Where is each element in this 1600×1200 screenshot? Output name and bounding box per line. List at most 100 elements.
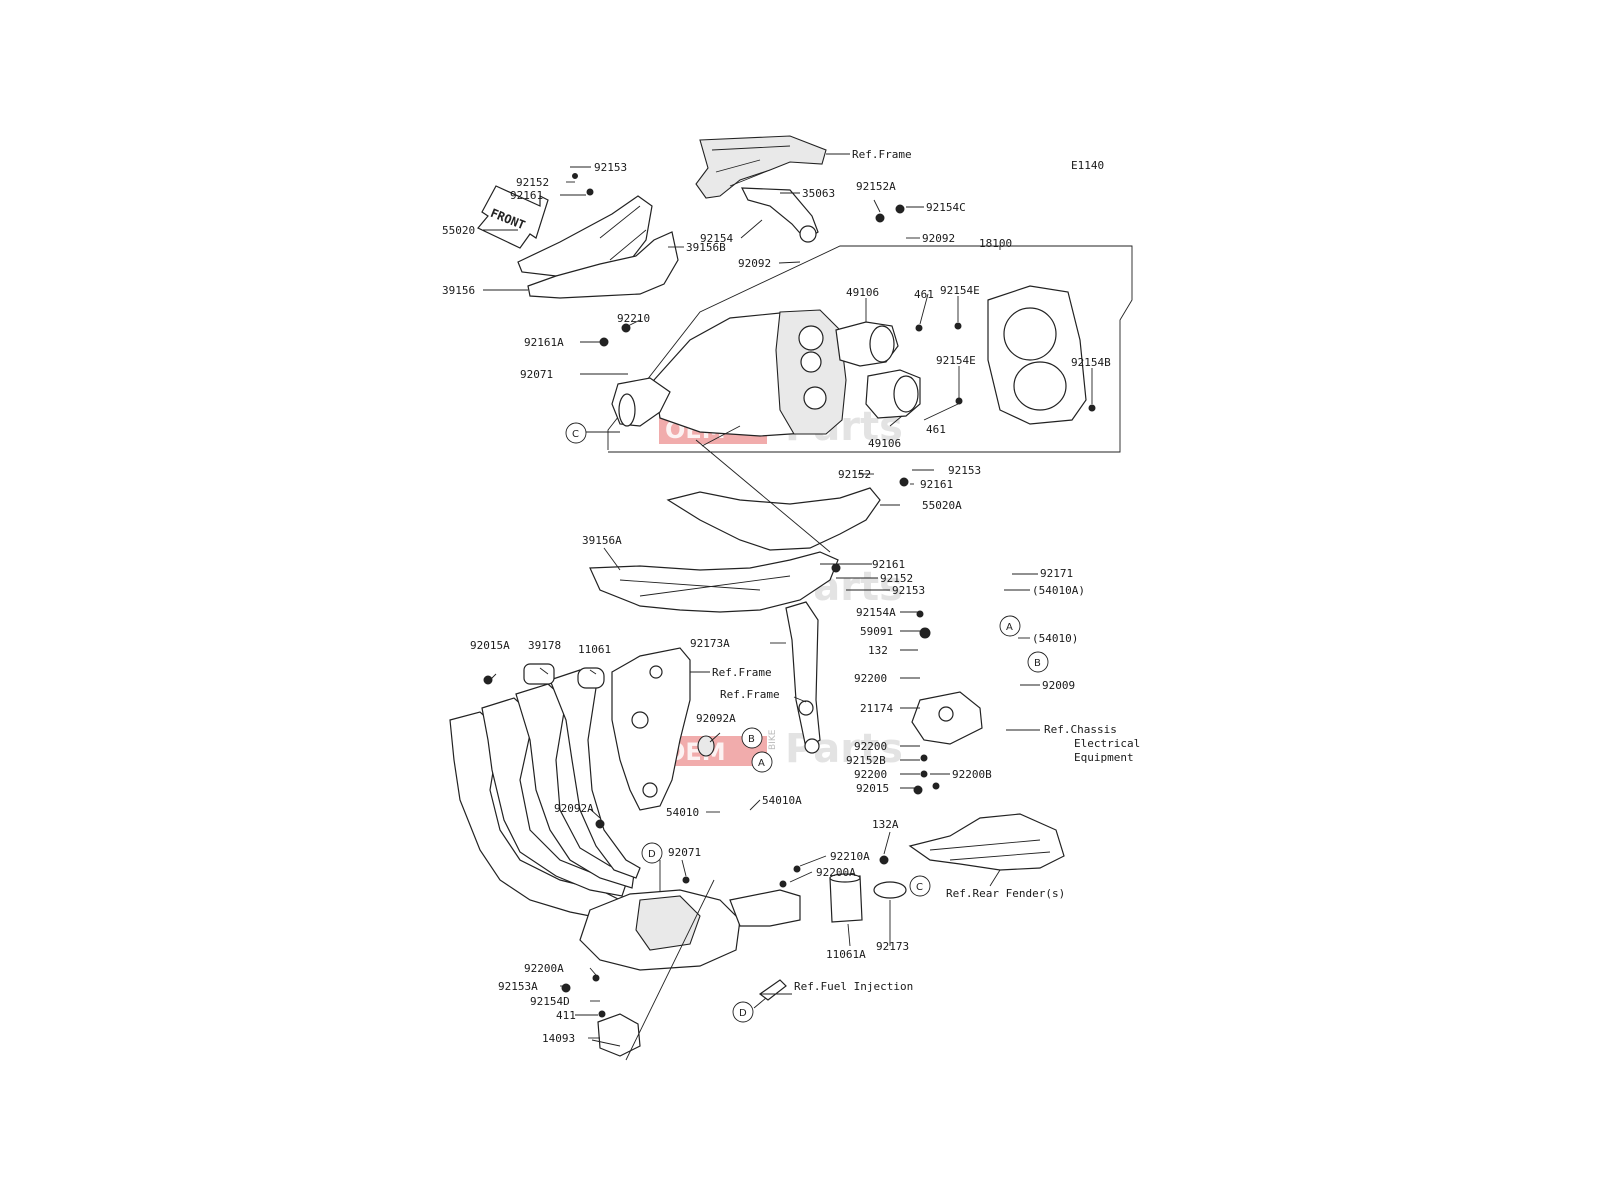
rear-fender-piece <box>908 813 1065 871</box>
ref-frame-top: Ref.Frame <box>852 148 912 161</box>
ref-frame-mid: Ref.Frame <box>720 688 780 701</box>
svg-text:B: B <box>748 734 755 745</box>
part-92200a-top: 92200A <box>816 866 856 879</box>
part-411: 411 <box>556 1009 576 1022</box>
callout-d-mid: D <box>641 842 663 864</box>
ref-rear-fender: Ref.Rear Fender(s) <box>946 887 1065 900</box>
cover-55020 <box>517 195 653 277</box>
part-92071-bot: 92071 <box>668 846 701 859</box>
part-92153-mid: 92153 <box>948 464 981 477</box>
part-92200a-bot: 92200A <box>524 962 564 975</box>
part-92161-mid: 92161 <box>920 478 953 491</box>
part-92154b: 92154B <box>1071 356 1111 369</box>
frame-bracket-left <box>611 647 715 811</box>
part-92171: 92171 <box>1040 567 1073 580</box>
part-92152-mid: 92152 <box>838 468 871 481</box>
frame-post-mid <box>785 601 821 754</box>
part-54010: 54010 <box>666 806 699 819</box>
svg-text:D: D <box>648 849 656 860</box>
header-pipes <box>449 669 641 921</box>
callout-b-right: B <box>1027 651 1049 673</box>
part-92173: 92173 <box>876 940 909 953</box>
o2-sensor <box>758 979 787 1001</box>
part-92200-b: 92200 <box>854 740 887 753</box>
ref-chassis-line3: Equipment <box>1074 751 1134 764</box>
part-92152-top: 92152 <box>516 176 549 189</box>
front-arrow: FRONT <box>477 185 549 249</box>
gasket-11061 <box>577 667 605 689</box>
svg-text:C: C <box>572 429 579 440</box>
part-92154e-mid: 92154E <box>936 354 976 367</box>
bracket-14093 <box>597 1013 641 1057</box>
ref-fuel-injection: Ref.Fuel Injection <box>794 980 913 993</box>
callout-c-lower: C <box>909 875 931 897</box>
cover-55020A <box>666 487 881 551</box>
part-92161-top: 92161 <box>510 189 543 202</box>
svg-text:A: A <box>758 758 765 769</box>
part-92153-low: 92153 <box>892 584 925 597</box>
part-92152-low: 92152 <box>880 572 913 585</box>
part-39156: 39156 <box>442 284 475 297</box>
part-92173a: 92173A <box>690 637 730 650</box>
part-92161a: 92161A <box>524 336 564 349</box>
part-92152a: 92152A <box>856 180 896 193</box>
svg-text:D: D <box>739 1008 747 1019</box>
part-92153a: 92153A <box>498 980 538 993</box>
part-55020: 55020 <box>442 224 475 237</box>
svg-text:A: A <box>1006 622 1013 633</box>
part-92015a: 92015A <box>470 639 510 652</box>
leader-lines <box>483 153 1093 1061</box>
part-92154d: 92154D <box>530 995 570 1008</box>
svg-text:C: C <box>916 882 923 893</box>
part-11061: 11061 <box>578 643 611 656</box>
part-54010a-paren: (54010A) <box>1032 584 1085 597</box>
callout-d-lower: D <box>732 1001 754 1023</box>
part-59091: 59091 <box>860 625 893 638</box>
part-92200b: 92200B <box>952 768 992 781</box>
tail-cap-49106-upper <box>835 321 899 367</box>
callout-b-mid: B <box>741 727 763 749</box>
part-132: 132 <box>868 644 888 657</box>
part-92161-low: 92161 <box>872 558 905 571</box>
callout-a-right: A <box>999 615 1021 637</box>
cover-39156A <box>589 551 839 613</box>
ref-frame-left: Ref.Frame <box>712 666 772 679</box>
ref-chassis-line2: Electrical <box>1074 737 1140 750</box>
tail-cap-49106-lower <box>865 369 921 419</box>
part-92153-top: 92153 <box>594 161 627 174</box>
part-39178: 39178 <box>528 639 561 652</box>
callout-c-upper: C <box>565 422 587 444</box>
svg-text:BIKE: BIKE <box>768 729 778 750</box>
part-92154a: 92154A <box>856 606 896 619</box>
part-92210a: 92210A <box>830 850 870 863</box>
part-92210: 92210 <box>617 312 650 325</box>
end-plate-18100 <box>987 285 1087 425</box>
part-labels: 92153 92152 92161 55020 39156 39156B 350… <box>442 161 1111 1045</box>
cover-39156 <box>527 231 679 299</box>
muffler-18100 <box>611 309 847 437</box>
part-92071-top: 92071 <box>520 368 553 381</box>
part-21174: 21174 <box>860 702 893 715</box>
part-92092-right: 92092 <box>922 232 955 245</box>
part-54010-paren: (54010) <box>1032 632 1078 645</box>
part-92015: 92015 <box>856 782 889 795</box>
gasket-39178 <box>523 663 555 685</box>
part-92152b: 92152B <box>846 754 886 767</box>
clamp-92173 <box>873 881 907 899</box>
part-39156b: 39156B <box>686 241 726 254</box>
part-92200-a: 92200 <box>854 672 887 685</box>
servo-21174 <box>911 691 983 745</box>
svg-text:B: B <box>1034 658 1041 669</box>
part-92154: 92154 <box>700 232 733 245</box>
part-92092a-top: 92092A <box>696 712 736 725</box>
frame-top-part <box>695 135 827 243</box>
part-92154c: 92154C <box>926 201 966 214</box>
part-92200-c: 92200 <box>854 768 887 781</box>
part-92092a-bot: 92092A <box>554 802 594 815</box>
ref-chassis-line1: Ref.Chassis <box>1044 723 1117 736</box>
part-92092-left: 92092 <box>738 257 771 270</box>
part-49106-bot: 49106 <box>868 437 901 450</box>
part-35063: 35063 <box>802 187 835 200</box>
diagram-code: E1140 <box>1071 159 1104 172</box>
pre-chamber <box>579 889 801 971</box>
